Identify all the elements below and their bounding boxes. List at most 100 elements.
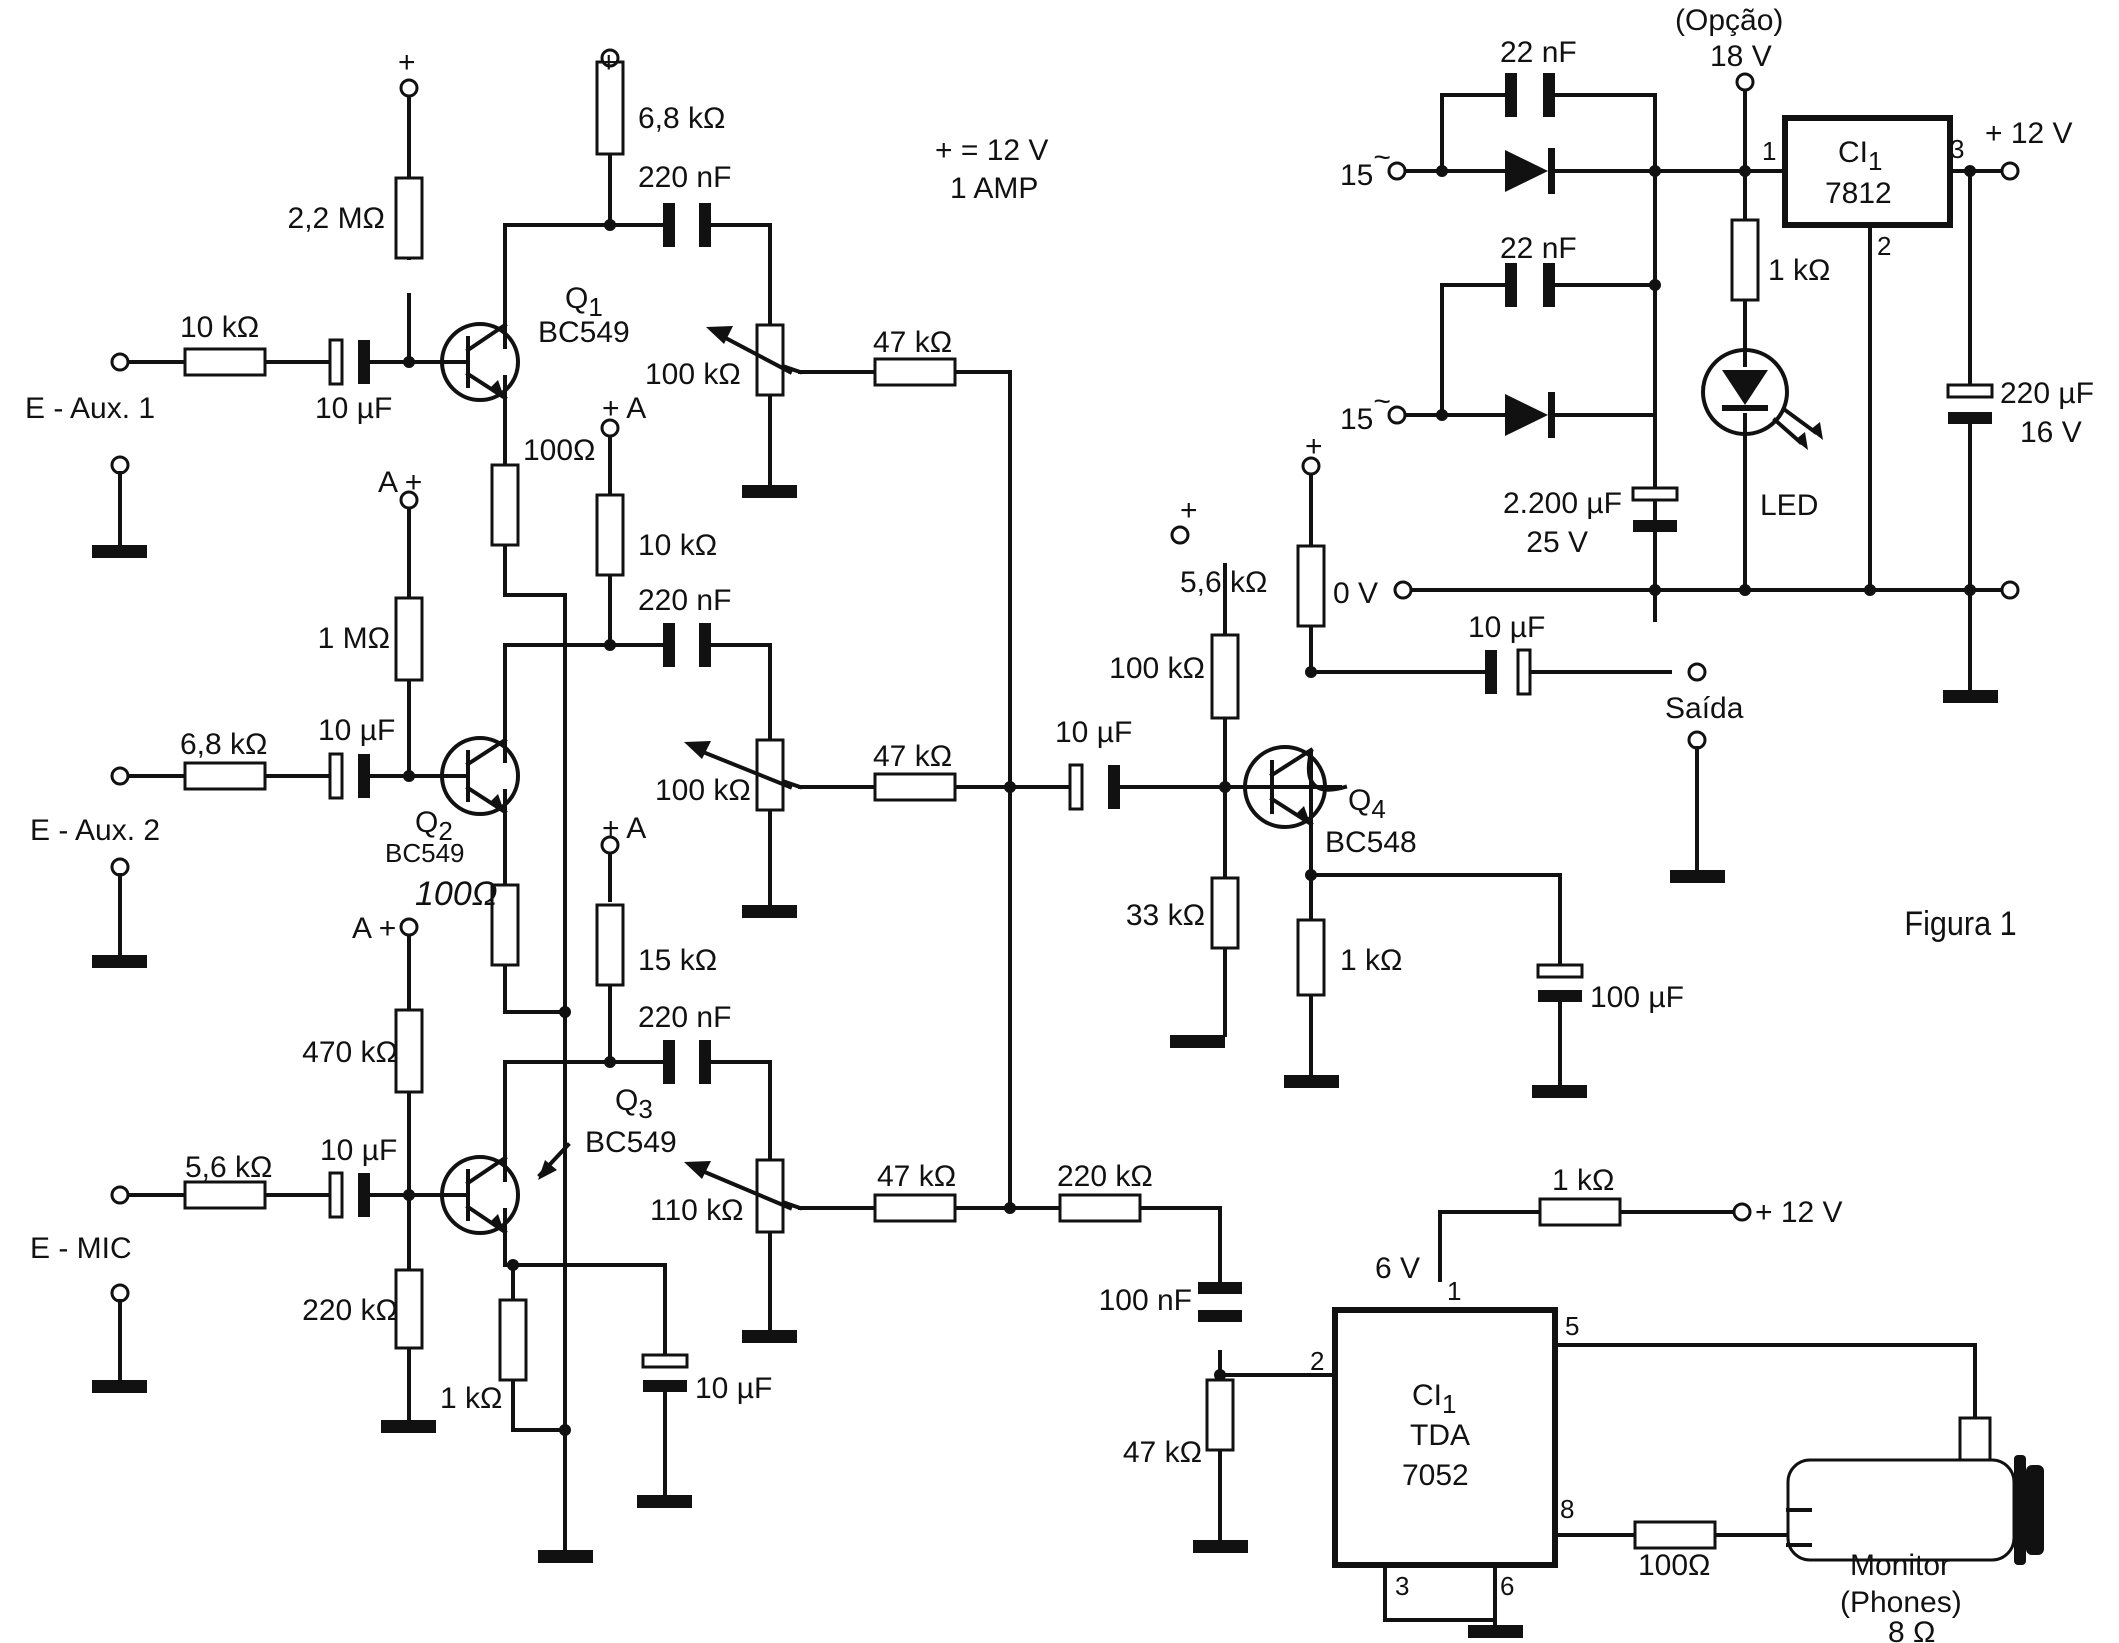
svg-text:7812: 7812	[1825, 177, 1892, 210]
terminals	[110, 48, 2020, 1382]
input-aux1-label: E - Aux. 1	[25, 392, 155, 425]
svg-text:220 nF: 220 nF	[638, 1001, 731, 1034]
resistor	[1210, 876, 1240, 950]
svg-text:BC549: BC549	[585, 1126, 677, 1159]
svg-text:BC549: BC549	[538, 316, 630, 349]
svg-text:BC548: BC548	[1325, 826, 1417, 859]
resistor	[183, 347, 267, 377]
svg-text:Q4: Q4	[1348, 784, 1386, 824]
resistor	[394, 176, 424, 260]
svg-text:10 µF: 10 µF	[695, 1372, 772, 1405]
svg-text:5,6 kΩ: 5,6 kΩ	[185, 1151, 272, 1184]
svg-text:10 µF: 10 µF	[320, 1134, 397, 1167]
svg-text:100Ω: 100Ω	[1638, 1549, 1710, 1582]
svg-text:47 kΩ: 47 kΩ	[877, 1160, 956, 1193]
svg-text:+ A: + A	[602, 812, 646, 845]
svg-text:220 nF: 220 nF	[638, 161, 731, 194]
potentiometer	[755, 323, 785, 397]
svg-text:6,8 kΩ: 6,8 kΩ	[180, 728, 267, 761]
svg-text:47 kΩ: 47 kΩ	[873, 326, 952, 359]
resistor	[1058, 1193, 1142, 1223]
supply-note: + = 12 V	[935, 134, 1048, 167]
svg-text:100Ω: 100Ω	[415, 875, 498, 913]
headphones-icon	[1786, 1416, 2044, 1565]
transistor-q2	[440, 736, 520, 816]
svg-text:+ 12 V: + 12 V	[1755, 1196, 1843, 1229]
svg-text:100 µF: 100 µF	[1590, 981, 1684, 1014]
grounds	[92, 485, 1998, 1638]
transistor-q3	[440, 1142, 571, 1235]
figure-title: Figura 1	[1904, 905, 2016, 943]
svg-text:10 µF: 10 µF	[1468, 611, 1545, 644]
resistor	[394, 1008, 424, 1094]
svg-text:+: +	[1305, 430, 1323, 463]
svg-text:22 nF: 22 nF	[1500, 232, 1577, 265]
svg-text:1 kΩ: 1 kΩ	[1340, 944, 1402, 977]
output-label: Saída	[1665, 692, 1744, 725]
svg-text:1: 1	[1762, 136, 1776, 166]
resistor	[873, 1193, 957, 1223]
resistor	[1730, 218, 1760, 302]
svg-text:15 kΩ: 15 kΩ	[638, 944, 717, 977]
svg-text:33 kΩ: 33 kΩ	[1126, 899, 1205, 932]
ic-tda7052	[1332, 1307, 1558, 1568]
resistor	[1210, 633, 1240, 720]
svg-text:+ 12 V: + 12 V	[1985, 117, 2073, 150]
svg-text:CI1: CI1	[1412, 1379, 1456, 1419]
svg-text:Q3: Q3	[615, 1084, 653, 1124]
resistor	[183, 761, 267, 791]
input-aux2-label: E - Aux. 2	[30, 814, 160, 847]
svg-text:2.200 µF: 2.200 µF	[1503, 487, 1622, 520]
svg-text:100Ω: 100Ω	[523, 434, 595, 467]
resistor	[1296, 544, 1326, 628]
svg-text:25 V: 25 V	[1526, 526, 1588, 559]
resistor	[1633, 1520, 1717, 1550]
svg-text:Q2: Q2	[415, 806, 453, 846]
transistor-q4	[1243, 745, 1327, 829]
svg-text:6,8 kΩ: 6,8 kΩ	[638, 102, 725, 135]
resistor	[873, 772, 957, 802]
resistor	[595, 493, 625, 577]
svg-text:5: 5	[1565, 1311, 1579, 1341]
svg-text:15~: 15~	[1340, 141, 1391, 192]
svg-text:220 kΩ: 220 kΩ	[1057, 1160, 1153, 1193]
svg-text:3: 3	[1950, 134, 1964, 164]
labels: Figura 1 + = 12 V 1 AMP E - Aux. 1 E - A…	[25, 4, 2094, 1643]
svg-text:10 µF: 10 µF	[1055, 716, 1132, 749]
resistor	[1296, 918, 1326, 997]
supply-current: 1 AMP	[950, 172, 1038, 205]
svg-text:+: +	[1180, 494, 1198, 527]
svg-text:10 kΩ: 10 kΩ	[638, 529, 717, 562]
svg-text:5,6 kΩ: 5,6 kΩ	[1180, 566, 1267, 599]
svg-text:47 kΩ: 47 kΩ	[1123, 1436, 1202, 1469]
resistor	[498, 1298, 528, 1382]
svg-text:110 kΩ: 110 kΩ	[650, 1194, 744, 1227]
svg-text:47 kΩ: 47 kΩ	[873, 740, 952, 773]
svg-text:18 V: 18 V	[1710, 40, 1772, 73]
svg-text:16 V: 16 V	[2020, 416, 2082, 449]
transistors	[440, 322, 1327, 1235]
svg-text:100 kΩ: 100 kΩ	[645, 358, 741, 391]
junction-dots	[403, 165, 1976, 1436]
svg-text:22 nF: 22 nF	[1500, 36, 1577, 69]
input-mic-label: E - MIC	[30, 1232, 132, 1265]
resistor	[1538, 1197, 1622, 1227]
svg-text:100 kΩ: 100 kΩ	[655, 774, 751, 807]
svg-text:CI1: CI1	[1838, 136, 1882, 176]
resistor	[490, 463, 520, 547]
svg-text:+: +	[398, 46, 416, 79]
svg-text:Monitor: Monitor	[1850, 1549, 1950, 1582]
svg-text:10 µF: 10 µF	[318, 714, 395, 747]
svg-text:220 nF: 220 nF	[638, 584, 731, 617]
svg-text:10 µF: 10 µF	[315, 392, 392, 425]
svg-text:1 kΩ: 1 kΩ	[1552, 1164, 1614, 1197]
svg-text:7052: 7052	[1402, 1459, 1469, 1492]
diodes	[1505, 148, 1823, 450]
svg-text:Q1: Q1	[565, 282, 603, 322]
svg-text:(Opção): (Opção)	[1675, 4, 1783, 37]
svg-text:100 nF: 100 nF	[1099, 1284, 1192, 1317]
integrated-circuits	[1332, 115, 1953, 1568]
svg-text:6 V: 6 V	[1375, 1252, 1420, 1285]
resistor	[490, 883, 520, 967]
